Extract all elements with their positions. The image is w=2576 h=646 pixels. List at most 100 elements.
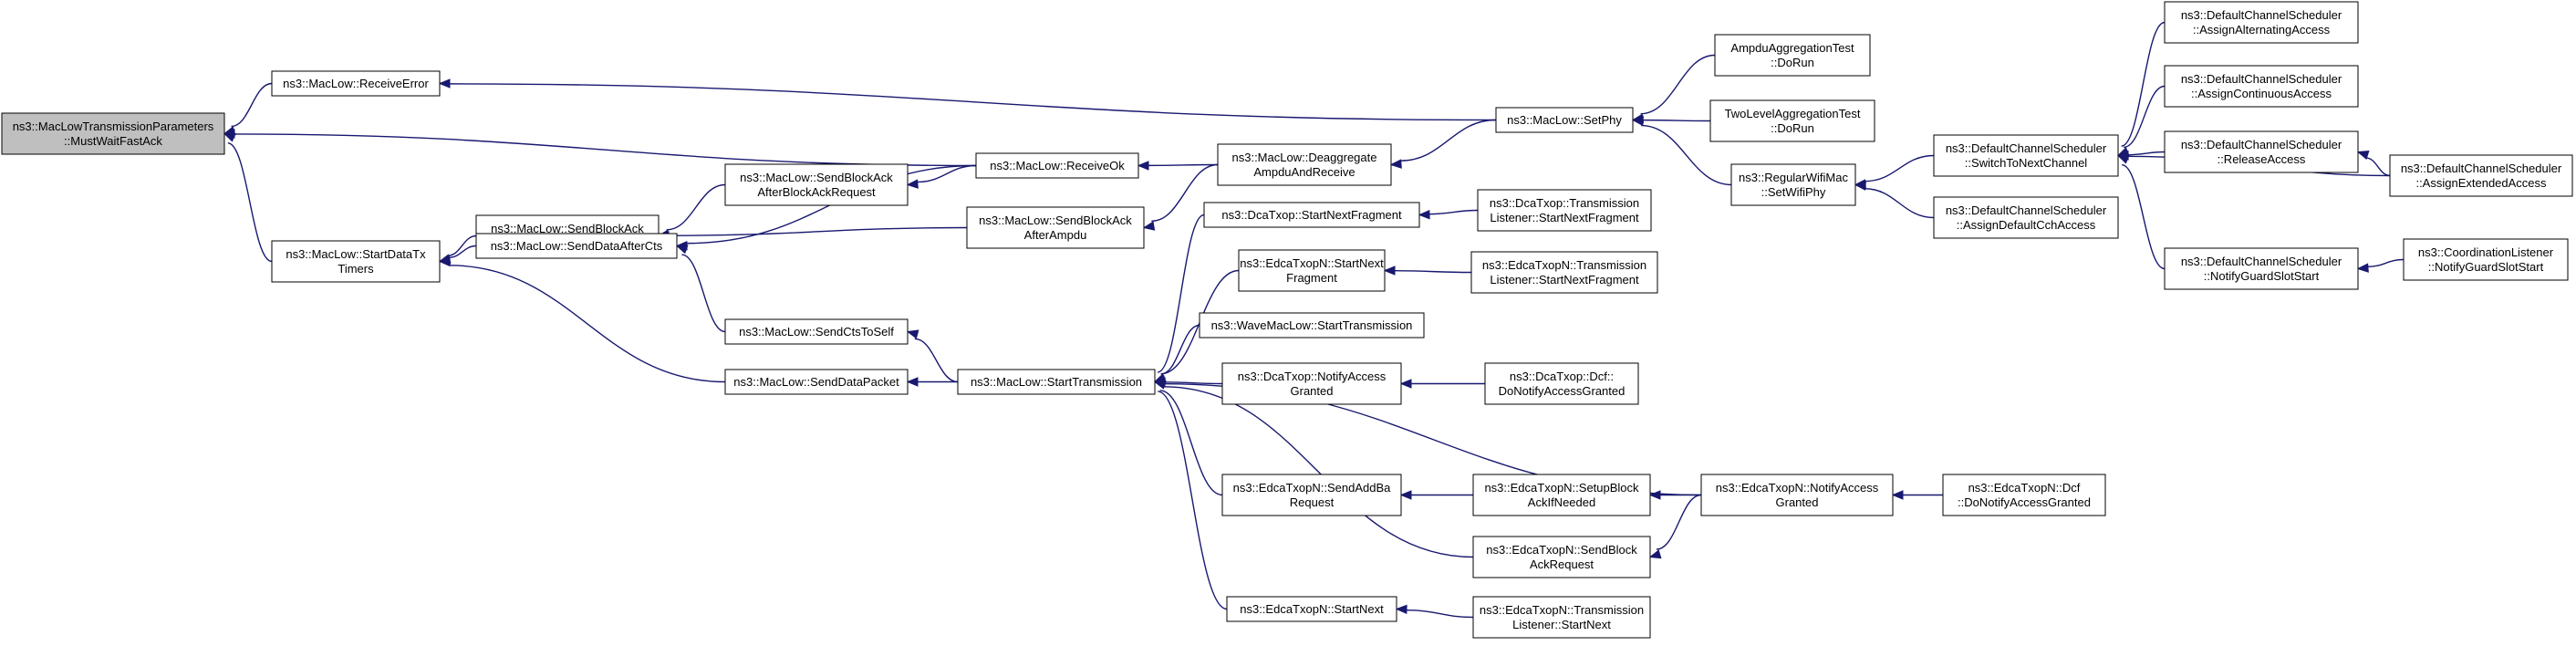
edge-line [2365, 157, 2391, 177]
node-box [1714, 34, 1871, 77]
node-starttransmission[interactable]: ns3::MacLow::StartTransmission [957, 369, 1156, 395]
edge-arrowhead [1389, 159, 1402, 169]
edge-deaggregate-to-receiveok [1137, 161, 1219, 171]
node-switchtonext[interactable]: ns3::DefaultChannelScheduler::SwitchToNe… [1933, 134, 2119, 177]
node-box [1226, 596, 1397, 622]
edge-startdatatx-to-mwfa [223, 132, 273, 263]
node-box [2403, 238, 2569, 281]
node-label: AmpduAndReceive [1253, 165, 1355, 179]
node-label: ns3::EdcaTxopN::NotifyAccess [1716, 481, 1879, 495]
edge-assigncontinuous-to-switchtonext [2116, 85, 2166, 157]
node-label: ns3::EdcaTxopN::StartNext [1240, 602, 1384, 616]
node-label: ns3::WaveMacLow::StartTransmission [1211, 318, 1413, 332]
node-setphy[interactable]: ns3::MacLow::SetPhy [1495, 107, 1634, 133]
node-label: AfterAmpdu [1024, 228, 1087, 242]
node-notifyguardslot[interactable]: ns3::DefaultChannelScheduler::NotifyGuar… [2164, 247, 2359, 290]
edge-line [1640, 54, 1716, 115]
node-label: ns3::MacLow::SetPhy [1507, 113, 1622, 127]
node-label: ns3::MacLow::SendDataPacket [733, 375, 899, 389]
node-edcastartnextfrag[interactable]: ns3::EdcaTxopN::StartNextFragment [1238, 249, 1386, 292]
node-senddatapacket[interactable]: ns3::MacLow::SendDataPacket [724, 369, 909, 395]
node-ampduaggtest[interactable]: AmpduAggregationTest::DoRun [1714, 34, 1871, 77]
edge-dcastartnextfrag-to-starttransmission [1153, 214, 1205, 383]
node-dcastartnextfrag[interactable]: ns3::DcaTxop::StartNextFragment [1203, 202, 1420, 228]
node-label: ::AssignDefaultCchAccess [1957, 218, 2096, 232]
edge-line [666, 183, 726, 231]
node-box [1472, 536, 1651, 578]
edge-line [914, 338, 959, 383]
edge-coordlistener-to-notifyguardslot [2356, 258, 2405, 273]
node-box [2164, 130, 2359, 173]
node-label: ns3::MacLow::ReceiveOk [990, 159, 1125, 172]
node-box [1203, 202, 1420, 228]
edge-line [1148, 163, 1219, 167]
edge-deaggregate-to-sendblockackafterampdu [1142, 163, 1219, 231]
edge-arrowhead [2116, 151, 2129, 161]
node-edcadcfnotify[interactable]: ns3::EdcaTxopN::Dcf::DoNotifyAccessGrant… [1942, 474, 2106, 516]
node-assignalternating[interactable]: ns3::DefaultChannelScheduler::AssignAlte… [2164, 1, 2359, 44]
edge-line [1159, 390, 1223, 496]
node-label: ::MustWaitFastAck [64, 134, 162, 148]
node-label: ns3::EdcaTxopN::Dcf [1968, 481, 2081, 495]
edge-senddatapacket-to-startdatatx [438, 256, 726, 383]
node-coordlistener[interactable]: ns3::CoordinationListener::NotifyGuardSl… [2403, 238, 2569, 281]
node-edcastartnext[interactable]: ns3::EdcaTxopN::StartNext [1226, 596, 1397, 622]
node-twolevelaggtest[interactable]: TwoLevelAggregationTest::DoRun [1709, 99, 1875, 142]
node-label: ::DoNotifyAccessGranted [1958, 495, 2091, 509]
node-assignextended[interactable]: ns3::DefaultChannelScheduler::AssignExte… [2389, 154, 2573, 197]
node-edcatlstartnext[interactable]: ns3::EdcaTxopN::TransmissionListener::St… [1472, 596, 1651, 639]
node-receiveok[interactable]: ns3::MacLow::ReceiveOk [975, 152, 1139, 179]
node-regularwifimac[interactable]: ns3::RegularWifiMac::SetWifiPhy [1730, 163, 1856, 206]
edge-line [917, 164, 977, 183]
edge-line [1400, 119, 1497, 162]
edge-line [1163, 386, 1474, 558]
node-label: ns3::MacLow::StartTransmission [971, 375, 1142, 389]
node-sendblockackafterbar[interactable]: ns3::MacLow::SendBlockAckAfterBlockAckRe… [724, 163, 909, 206]
edge-arrowhead [1399, 379, 1412, 389]
node-senddataaftercts[interactable]: ns3::MacLow::SendDataAfterCts [475, 233, 678, 259]
node-dcadcfnotify[interactable]: ns3::DcaTxop::Dcf::DoNotifyAccessGranted [1484, 362, 1639, 405]
edge-line [1406, 609, 1474, 619]
node-box [1933, 196, 2119, 239]
edge-line [1864, 154, 1935, 182]
node-box [2164, 65, 2359, 108]
edge-arrowhead [906, 329, 919, 339]
node-assigncontinuous[interactable]: ns3::DefaultChannelScheduler::AssignCont… [2164, 65, 2359, 108]
node-box [1495, 107, 1634, 133]
node-label: AckRequest [1530, 557, 1594, 571]
node-dcanotifyaccess[interactable]: ns3::DcaTxop::NotifyAccessGranted [1221, 362, 1402, 405]
edge-arrowhead [1399, 490, 1412, 500]
edge-edcatlstartnextfrag-to-edcastartnextfrag [1383, 266, 1472, 276]
edge-arrowhead [438, 78, 451, 89]
edge-line [1656, 494, 1702, 550]
node-box [2164, 1, 2359, 44]
node-label: AfterBlockAckRequest [757, 185, 876, 199]
edge-arrowhead [1854, 181, 1866, 191]
edge-sendblockackafterampdu-to-sendblockackresp [657, 226, 968, 241]
edge-dcatlstartnextfrag-to-dcastartnextfrag [1418, 209, 1479, 220]
edge-arrowhead [2356, 263, 2369, 273]
node-dcatlstartnextfrag[interactable]: ns3::DcaTxop::TransmissionListener::Star… [1477, 189, 1652, 232]
node-label: ns3::RegularWifiMac [1739, 171, 1848, 184]
node-recverr[interactable]: ns3::MacLow::ReceiveError [271, 70, 441, 97]
edge-starttransmission-to-sendctstoself [906, 329, 959, 383]
node-edcanotifyaccess[interactable]: ns3::EdcaTxopN::NotifyAccessGranted [1700, 474, 1894, 516]
edge-line [2121, 21, 2166, 147]
node-assigndefaultcch[interactable]: ns3::DefaultChannelScheduler::AssignDefa… [1933, 196, 2119, 239]
node-label: ns3::EdcaTxopN::SetupBlock [1484, 481, 1639, 495]
node-box [957, 369, 1156, 395]
node-edcatlstartnextfrag[interactable]: ns3::EdcaTxopN::TransmissionListener::St… [1470, 251, 1658, 294]
edge-switchtonext-to-regularwifimac [1854, 154, 1935, 189]
node-releaseaccess[interactable]: ns3::DefaultChannelScheduler::ReleaseAcc… [2164, 130, 2359, 173]
node-sendctstoself[interactable]: ns3::MacLow::SendCtsToSelf [724, 318, 909, 345]
node-wavestarttx[interactable]: ns3::WaveMacLow::StartTransmission [1199, 312, 1425, 339]
node-label: ::SwitchToNextChannel [1965, 156, 2088, 170]
node-mwfa[interactable]: ns3::MacLowTransmissionParameters::MustW… [1, 112, 225, 155]
